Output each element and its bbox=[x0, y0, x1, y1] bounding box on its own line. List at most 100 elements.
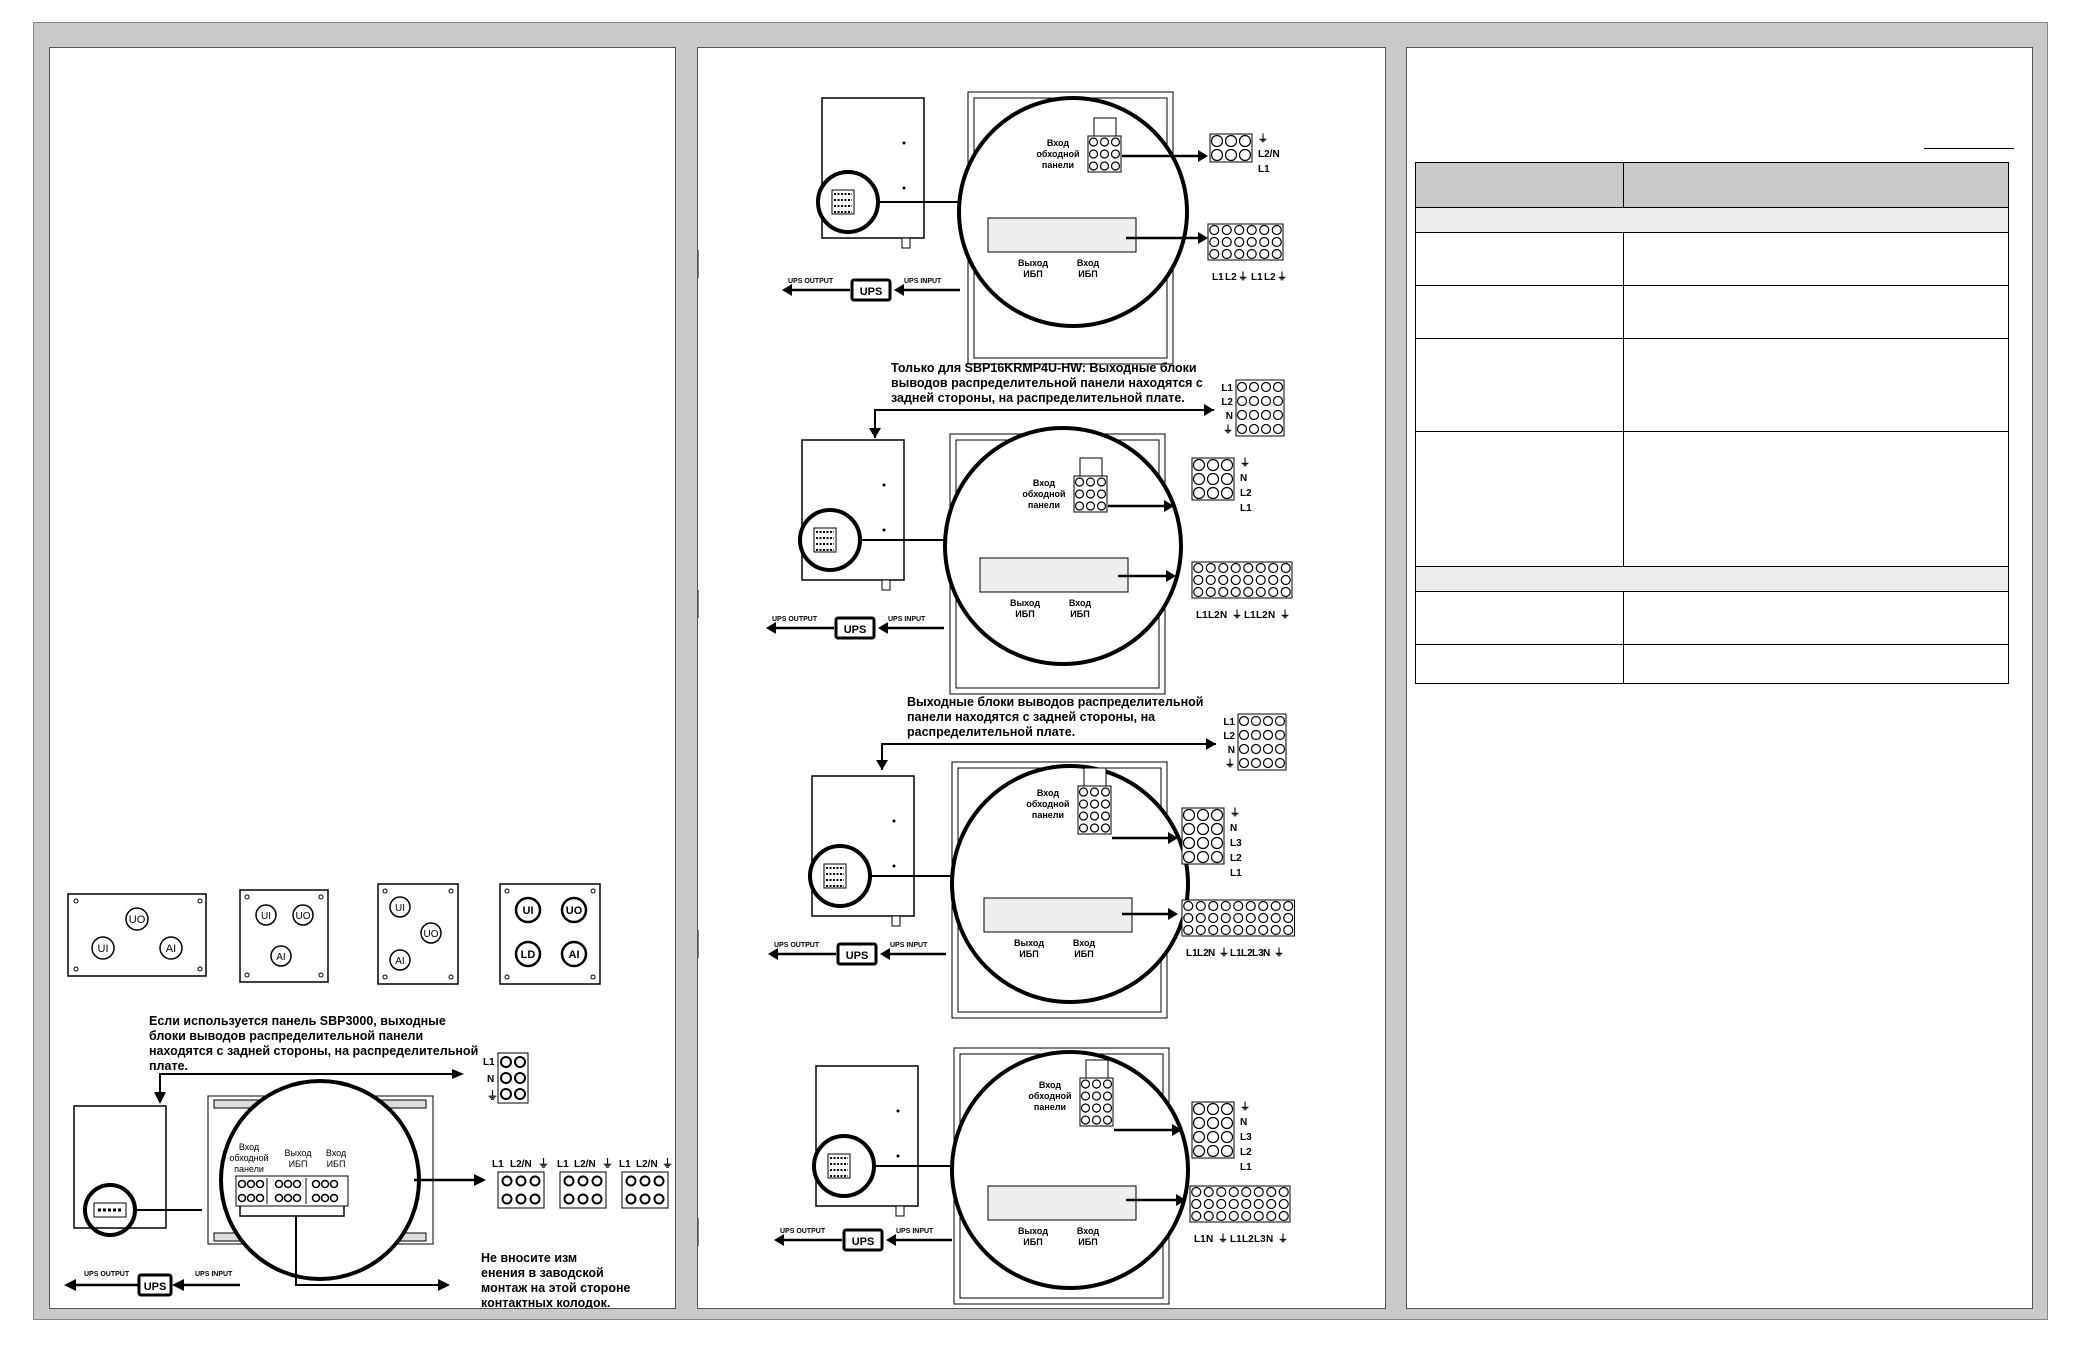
ups-input-arrow-label: UPS INPUT bbox=[904, 278, 942, 285]
terminal-screw bbox=[1209, 248, 1220, 260]
knockout-ai-label: AI bbox=[395, 956, 404, 967]
bypass-input-label: обходной bbox=[1022, 489, 1065, 499]
terminal-screw bbox=[1230, 562, 1241, 574]
terminal-screw bbox=[1206, 1144, 1220, 1158]
ups-input-arrow-label: UPS INPUT bbox=[896, 1228, 934, 1235]
arrow-head bbox=[782, 284, 792, 296]
terminal-label: L3 bbox=[1254, 1234, 1266, 1245]
terminal-screw bbox=[1196, 850, 1210, 864]
terminal-screw bbox=[1220, 458, 1234, 472]
terminal-screw bbox=[1266, 1198, 1277, 1210]
terminal-screw bbox=[1245, 924, 1256, 936]
terminal-screw bbox=[1102, 1079, 1113, 1089]
terminal-screw bbox=[1236, 395, 1248, 407]
arrow-head bbox=[1164, 500, 1174, 512]
terminal-screw bbox=[1192, 486, 1206, 500]
terminal-label: ⏚ bbox=[1277, 271, 1287, 283]
terminal-screw bbox=[1283, 900, 1294, 912]
terminal-screw bbox=[1191, 1186, 1202, 1198]
zoom-circle-large bbox=[950, 764, 1190, 1004]
terminal-label: L2/N bbox=[510, 1159, 532, 1170]
ups-input-label: ИБП bbox=[1078, 269, 1097, 279]
terminal-screw bbox=[1272, 395, 1284, 407]
terminal-label: ⏚ bbox=[1274, 947, 1284, 959]
terminal-screw bbox=[1255, 562, 1266, 574]
terminal-screw bbox=[1278, 1186, 1289, 1198]
terminal-screw bbox=[1260, 395, 1272, 407]
terminal-screw bbox=[1196, 822, 1210, 836]
terminal-screw bbox=[1091, 1115, 1102, 1125]
terminal-label: ⏚ bbox=[1225, 758, 1235, 770]
din-rail bbox=[983, 897, 1133, 933]
terminal-label: ⏚ bbox=[662, 1157, 673, 1170]
terminal-screw bbox=[1192, 1144, 1206, 1158]
terminal-label: L1 bbox=[1230, 868, 1242, 879]
terminal-screw bbox=[1206, 486, 1220, 500]
zoom-circle-large bbox=[957, 96, 1189, 328]
terminal-screw bbox=[1234, 224, 1245, 236]
table-row bbox=[1415, 233, 2009, 286]
terminal-label: ⏚ bbox=[1280, 609, 1290, 621]
terminal-screw bbox=[1206, 1130, 1220, 1144]
terminal-screw bbox=[1270, 924, 1281, 936]
terminal-screw bbox=[1100, 787, 1111, 797]
terminal-screw bbox=[1091, 1079, 1102, 1089]
terminal-screw bbox=[1238, 148, 1252, 162]
terminal-label: L2 bbox=[1256, 610, 1268, 621]
terminal-screw bbox=[1258, 900, 1269, 912]
ups-input-label: ИБП bbox=[1078, 1237, 1097, 1247]
terminal-block bbox=[1191, 457, 1235, 501]
terminal-label: L2 bbox=[1208, 610, 1220, 621]
terminal-screw bbox=[1193, 586, 1204, 598]
ups-output-label: Выход bbox=[1018, 258, 1048, 268]
terminal-screw bbox=[1210, 822, 1224, 836]
terminal-label: L1 bbox=[1230, 948, 1242, 959]
terminal-screw bbox=[1091, 1103, 1102, 1113]
terminal-screw bbox=[1258, 924, 1269, 936]
knockout-ai-label: AI bbox=[276, 952, 285, 963]
terminal-screw bbox=[1266, 1186, 1277, 1198]
terminal-screw bbox=[1216, 1198, 1227, 1210]
bypass-input-label: панели bbox=[1042, 160, 1074, 170]
terminal-screw bbox=[1248, 409, 1260, 421]
terminal-screw bbox=[1228, 1210, 1239, 1222]
terminal-screw bbox=[1262, 743, 1274, 755]
bypass-block-cap bbox=[1083, 767, 1107, 787]
terminal-label: L1 bbox=[1230, 1234, 1242, 1245]
terminal-screw bbox=[1236, 423, 1248, 435]
terminal-screw bbox=[1236, 409, 1248, 421]
terminal-screw bbox=[1195, 924, 1206, 936]
terminal-screw bbox=[1260, 423, 1272, 435]
terminal-screw bbox=[1080, 1115, 1091, 1125]
terminal-screw bbox=[1110, 161, 1121, 171]
terminal-screw bbox=[1250, 743, 1262, 755]
terminal-screw bbox=[1220, 912, 1231, 924]
arrow-head bbox=[1198, 150, 1208, 162]
table-row bbox=[1415, 645, 2009, 684]
back-terminals-note: Выходные блоки выводов распределительной… bbox=[907, 695, 1204, 739]
terminal-label: L1 bbox=[1186, 948, 1198, 959]
terminal-label: L3 bbox=[1252, 948, 1264, 959]
terminal-screw bbox=[1268, 574, 1279, 586]
ups-output-arrow-label: UPS OUTPUT bbox=[780, 1228, 826, 1235]
sbp3000-wiring-diagram: L1 N ⏚ Вход обходной панели Выход bbox=[64, 1052, 673, 1297]
terminal-label: ⏚ bbox=[1232, 609, 1242, 621]
ups-output-label: Выход bbox=[1014, 938, 1044, 948]
terminal-block bbox=[1207, 223, 1284, 261]
ups-input-label: ИБП bbox=[327, 1159, 346, 1169]
terminal-screw bbox=[1262, 729, 1274, 741]
terminal-label: L2 bbox=[1240, 488, 1252, 499]
terminal-label: L2 bbox=[1264, 272, 1276, 283]
terminal-label: L1 bbox=[1244, 610, 1256, 621]
terminal-screw bbox=[1220, 1116, 1234, 1130]
terminal-label: L1 bbox=[1221, 383, 1233, 394]
left-column-figures: UO UI AI UI UO AI UI UO AI bbox=[64, 883, 673, 1297]
terminal-group-2: L1 L2/N ⏚ bbox=[557, 1157, 613, 1209]
knockout-ui-label: UI bbox=[523, 905, 534, 917]
terminal-screw bbox=[1220, 472, 1234, 486]
terminal-screw bbox=[1102, 1091, 1113, 1101]
terminal-screw bbox=[1193, 574, 1204, 586]
terminal-label: L2 bbox=[1241, 948, 1253, 959]
terminal-screw bbox=[1250, 715, 1262, 727]
